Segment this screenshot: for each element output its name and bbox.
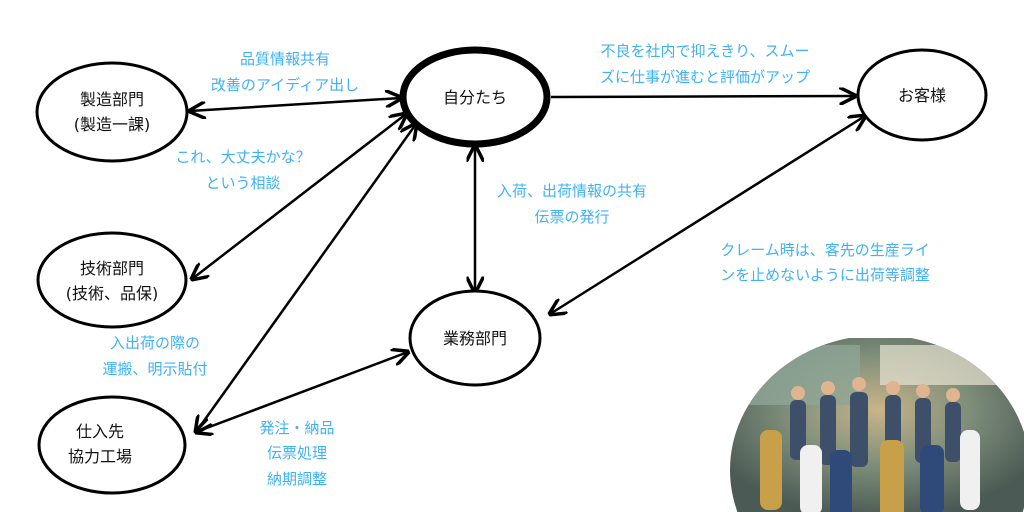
edge-label: 発注・納品	[259, 419, 334, 437]
node-label: (製造一課)	[74, 115, 151, 134]
edge-label: クレーム時は、客先の生産ライ	[720, 241, 930, 259]
edge-us-customer	[550, 96, 855, 97]
node-customer: お客様	[856, 48, 988, 142]
edge-supplier-us	[196, 124, 416, 432]
node-manufacturing: 製造部門 (製造一課)	[35, 61, 189, 163]
edge-label: 不良を社内で抑えきり、スムー	[601, 42, 810, 60]
label-supplier-us: 入出荷の際の 運搬、明示貼付	[102, 334, 207, 378]
edge-label: 品質情報共有	[240, 50, 330, 68]
edge-label: これ、大丈夫かな？	[175, 148, 310, 166]
node-label: (技術、品保)	[66, 284, 159, 303]
edge-label: 運搬、明示貼付	[102, 360, 207, 378]
node-supplier: 仕入先 協力工場	[37, 395, 187, 495]
edge-label: 伝票の発行	[534, 208, 609, 226]
label-supplier-operations: 発注・納品 伝票処理 納期調整	[259, 419, 334, 488]
edge-supplier-operations	[196, 352, 408, 432]
edge-label: 入出荷の際の	[110, 334, 200, 352]
label-manufacturing-us: 品質情報共有 改善のアイディア出し	[211, 50, 359, 94]
node-label: 自分たち	[443, 88, 507, 107]
node-us: 自分たち	[399, 46, 551, 148]
edge-manufacturing-us	[190, 98, 401, 111]
edge-label: という相談	[205, 174, 280, 192]
factory-team-illustration	[730, 338, 1024, 512]
label-us-customer: 不良を社内で抑えきり、スムー ズに仕事が進むと評価がアップ	[600, 42, 810, 86]
edge-label: 改善のアイディア出し	[211, 76, 359, 94]
node-label: 仕入先	[76, 422, 124, 441]
node-label: 協力工場	[68, 447, 132, 466]
edge-customer-operations	[550, 116, 865, 314]
edge-engineering-us	[192, 114, 406, 279]
node-operations: 業務部門	[408, 289, 542, 387]
node-engineering: 技術部門 (技術、品保)	[36, 231, 188, 329]
node-label: 業務部門	[443, 329, 507, 348]
edge-label: 入荷、出荷情報の共有	[497, 182, 647, 200]
edge-label: ンを止めないように出荷等調整	[720, 266, 930, 284]
node-label: 技術部門	[80, 259, 144, 278]
edge-label: 伝票処理	[267, 444, 327, 462]
label-customer-operations: クレーム時は、客先の生産ライ ンを止めないように出荷等調整	[720, 241, 930, 284]
edge-label: 納期調整	[267, 470, 327, 488]
node-label: 製造部門	[80, 90, 144, 109]
label-us-operations: 入荷、出荷情報の共有 伝票の発行	[497, 182, 647, 226]
edge-label: ズに仕事が進むと評価がアップ	[600, 68, 810, 86]
label-engineering-us: これ、大丈夫かな？ という相談	[175, 148, 310, 192]
node-label: お客様	[898, 86, 946, 105]
